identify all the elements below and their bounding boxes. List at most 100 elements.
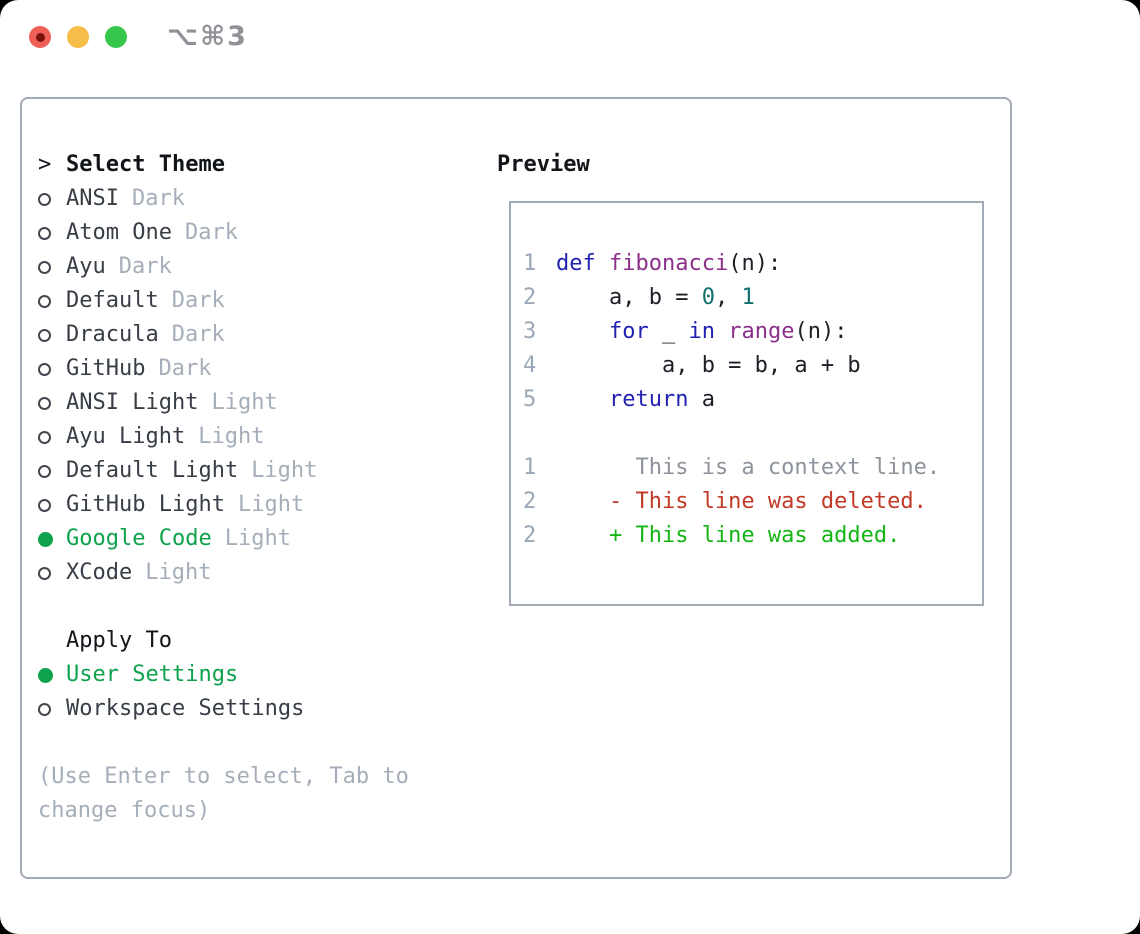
- line-content: - This line was deleted.: [556, 489, 927, 514]
- radio-slot: [38, 702, 66, 716]
- preview-blank-line: [523, 417, 982, 451]
- radio-icon: [38, 702, 51, 716]
- line-number: 4: [523, 353, 537, 378]
- radio-icon: [38, 260, 51, 274]
- theme-option-google-code[interactable]: Google Code Light: [38, 522, 409, 556]
- theme-name: Default Light: [66, 458, 239, 483]
- apply-option-label: Workspace Settings: [66, 696, 305, 721]
- preview-line: 1 This is a context line.: [523, 451, 982, 485]
- close-dot-icon: [35, 32, 45, 42]
- apply-option-user-settings[interactable]: User Settings: [38, 658, 409, 692]
- radio-slot: [38, 396, 66, 410]
- theme-name: GitHub Light: [66, 492, 225, 517]
- line-number: 2: [523, 489, 537, 514]
- radio-icon: [38, 566, 51, 580]
- radio-icon: [38, 396, 51, 410]
- theme-variant: Dark: [171, 322, 225, 347]
- radio-slot: [38, 498, 66, 512]
- theme-variant: Dark: [184, 220, 238, 245]
- help-line: (Use Enter to select, Tab to: [38, 764, 409, 789]
- radio-icon: [38, 226, 51, 240]
- theme-variant: Light: [145, 560, 212, 585]
- radio-slot: [38, 566, 66, 580]
- radio-slot: [38, 362, 66, 376]
- radio-icon: [38, 430, 51, 444]
- select-theme-header: > Select Theme: [38, 148, 409, 182]
- spacer: [38, 726, 409, 760]
- radio-icon: [38, 498, 51, 512]
- theme-variant: Light: [251, 458, 318, 483]
- theme-variant: Dark: [118, 254, 172, 279]
- line-content: def fibonacci(n):: [556, 251, 782, 276]
- theme-option-dracula[interactable]: Dracula Dark: [38, 318, 409, 352]
- radio-selected-icon: [38, 667, 53, 683]
- theme-option-default[interactable]: Default Dark: [38, 284, 409, 318]
- theme-name: GitHub: [66, 356, 146, 381]
- theme-name: Google Code: [66, 526, 212, 551]
- theme-name: ANSI: [66, 186, 119, 211]
- theme-name: Ayu Light: [66, 424, 186, 449]
- help-text: (Use Enter to select, Tab to change focus…: [38, 760, 409, 828]
- line-content: a, b = 0, 1: [556, 285, 755, 310]
- theme-variant: Light: [237, 492, 305, 517]
- close-button[interactable]: [29, 26, 51, 48]
- preview-line: 1 def fibonacci(n):: [523, 247, 982, 281]
- minimize-button[interactable]: [67, 26, 89, 48]
- selection-prompt-icon: >: [38, 152, 52, 177]
- radio-icon: [38, 192, 51, 206]
- line-number: 2: [523, 285, 537, 310]
- theme-variant: Dark: [131, 186, 185, 211]
- radio-icon: [38, 328, 51, 342]
- preview-line: 2 - This line was deleted.: [523, 485, 982, 519]
- theme-option-github[interactable]: GitHub Dark: [38, 352, 409, 386]
- line-content: This is a context line.: [556, 455, 941, 480]
- radio-slot: [38, 667, 66, 683]
- radio-slot: [38, 328, 66, 342]
- radio-slot: [38, 464, 66, 478]
- theme-variant: Light: [224, 526, 291, 551]
- preview-line: 3 for _ in range(n):: [523, 315, 982, 349]
- preview-line: 4 a, b = b, a + b: [523, 349, 982, 383]
- preview-title: Preview: [497, 152, 590, 177]
- theme-variant: Dark: [171, 288, 225, 313]
- theme-option-default-light[interactable]: Default Light Light: [38, 454, 409, 488]
- preview-line: 2 a, b = 0, 1: [523, 281, 982, 315]
- radio-slot: [38, 430, 66, 444]
- apply-to-title: Apply To: [66, 628, 172, 653]
- radio-slot: [38, 294, 66, 308]
- line-number: 5: [523, 387, 537, 412]
- theme-option-ansi[interactable]: ANSI Dark: [38, 182, 409, 216]
- theme-option-ayu[interactable]: Ayu Dark: [38, 250, 409, 284]
- line-number: 3: [523, 319, 537, 344]
- line-content: a, b = b, a + b: [556, 353, 861, 378]
- line-number: 2: [523, 523, 537, 548]
- keyboard-shortcut-label: ⌥⌘3: [167, 21, 248, 52]
- radio-selected-icon: [38, 531, 53, 547]
- apply-option-workspace-settings[interactable]: Workspace Settings: [38, 692, 409, 726]
- line-content: + This line was added.: [556, 523, 901, 548]
- spacer: [38, 590, 409, 624]
- line-number: 1: [523, 251, 537, 276]
- help-line: change focus): [38, 798, 211, 823]
- apply-to-header: Apply To: [38, 624, 409, 658]
- zoom-button[interactable]: [105, 26, 127, 48]
- preview-line: 5 return a: [523, 383, 982, 417]
- theme-name: Default: [66, 288, 159, 313]
- theme-name: Ayu: [66, 254, 106, 279]
- theme-name: Dracula: [66, 322, 159, 347]
- theme-variant: Dark: [158, 356, 212, 381]
- radio-slot: [38, 260, 66, 274]
- theme-option-github-light[interactable]: GitHub Light Light: [38, 488, 409, 522]
- radio-slot: [38, 531, 66, 547]
- theme-variant: Light: [211, 390, 278, 415]
- radio-slot: [38, 192, 66, 206]
